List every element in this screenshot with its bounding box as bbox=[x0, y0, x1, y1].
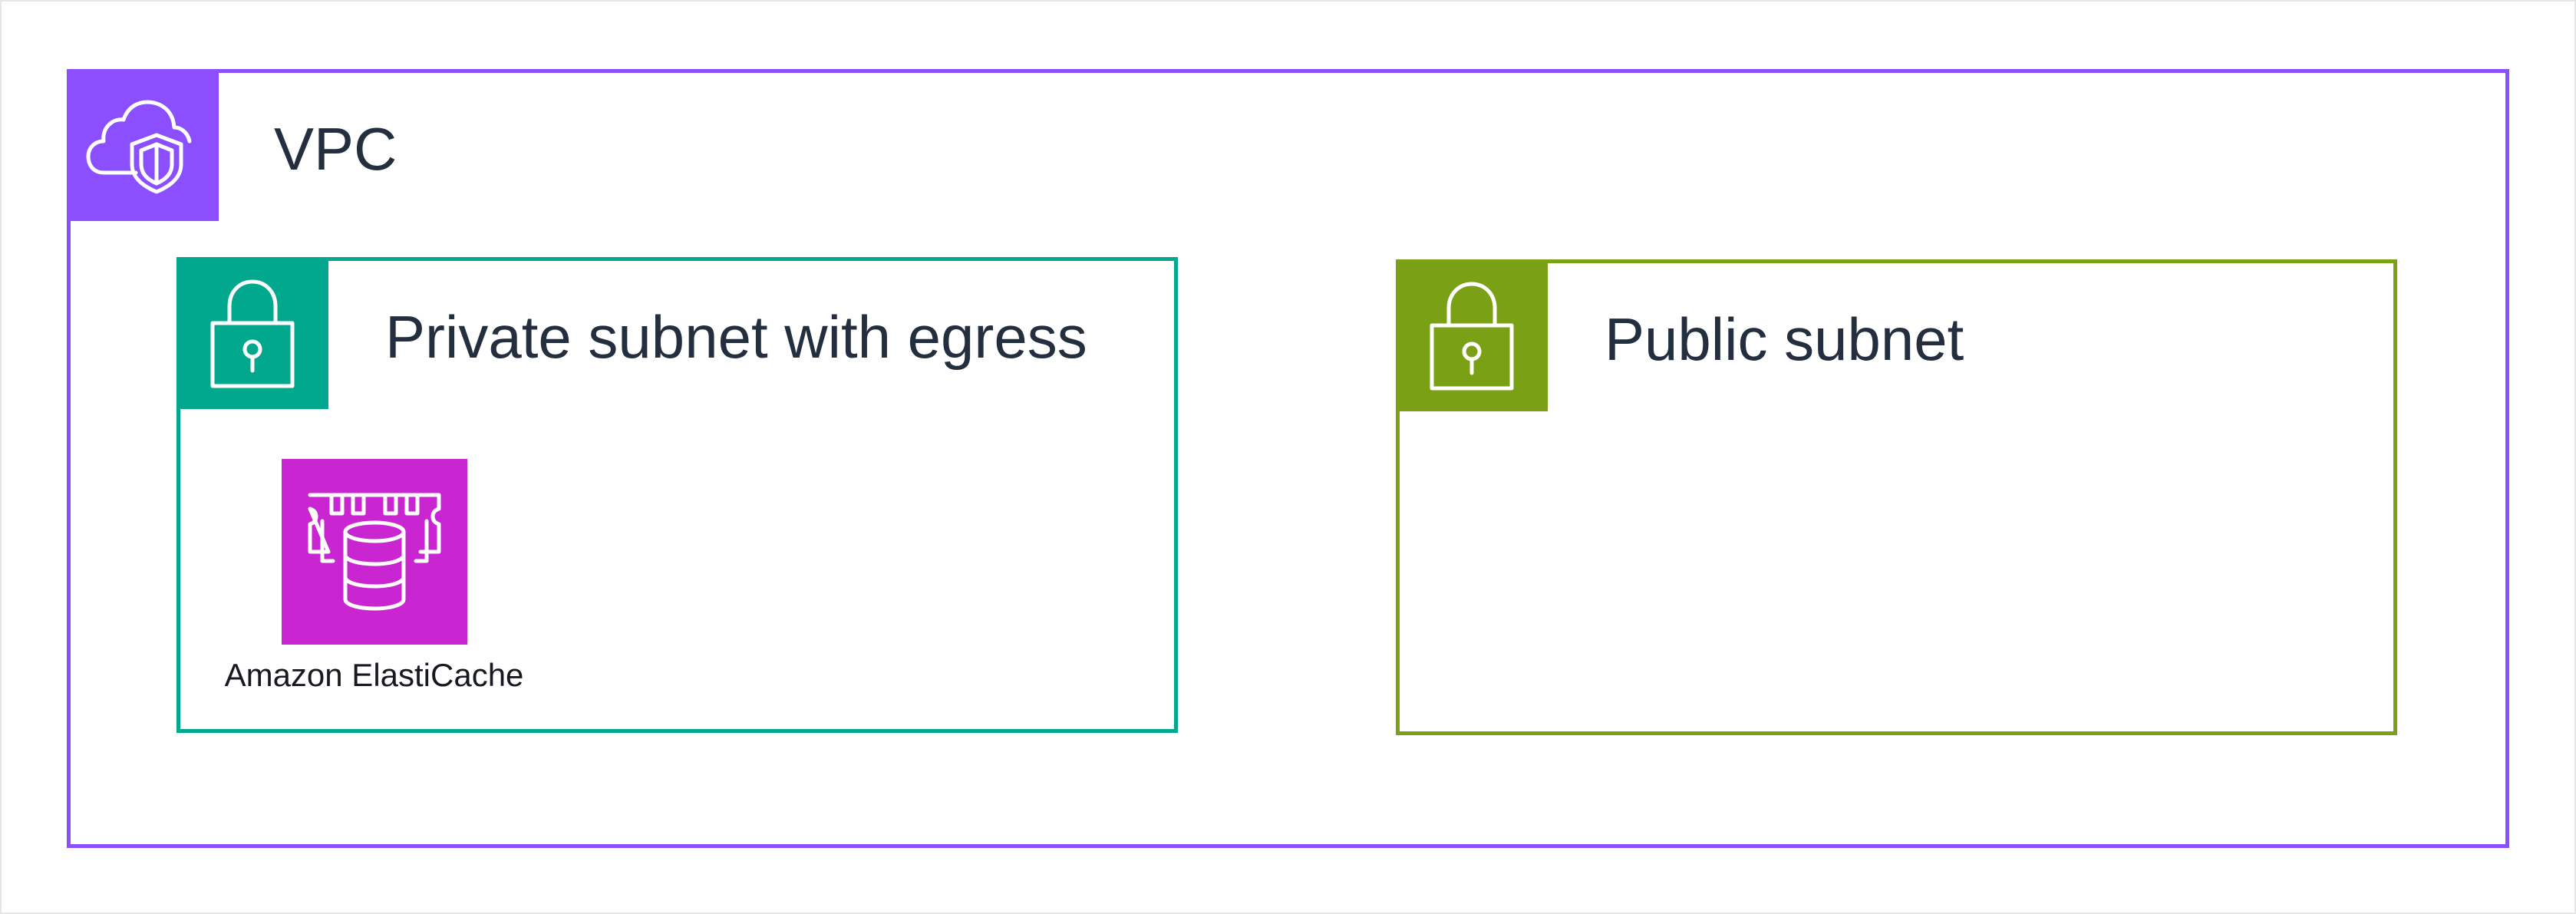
public-subnet-badge bbox=[1396, 259, 1548, 411]
private-subnet-badge bbox=[176, 257, 328, 409]
elasticache-icon bbox=[308, 493, 441, 611]
private-subnet-group: Private subnet with egress bbox=[176, 257, 1178, 733]
public-subnet-group: Public subnet bbox=[1396, 259, 2397, 735]
padlock-icon bbox=[210, 279, 295, 388]
vpc-badge bbox=[67, 69, 219, 221]
elasticache-node[interactable] bbox=[282, 459, 467, 645]
vpc-cloud-shield-icon bbox=[86, 100, 192, 194]
padlock-icon bbox=[1430, 282, 1514, 391]
private-subnet-label: Private subnet with egress bbox=[385, 303, 1087, 371]
public-subnet-label: Public subnet bbox=[1605, 305, 1964, 373]
vpc-label: VPC bbox=[274, 115, 397, 183]
vpc-group: VPC bbox=[67, 69, 2509, 848]
elasticache-label: Amazon ElastiCache bbox=[224, 657, 524, 693]
